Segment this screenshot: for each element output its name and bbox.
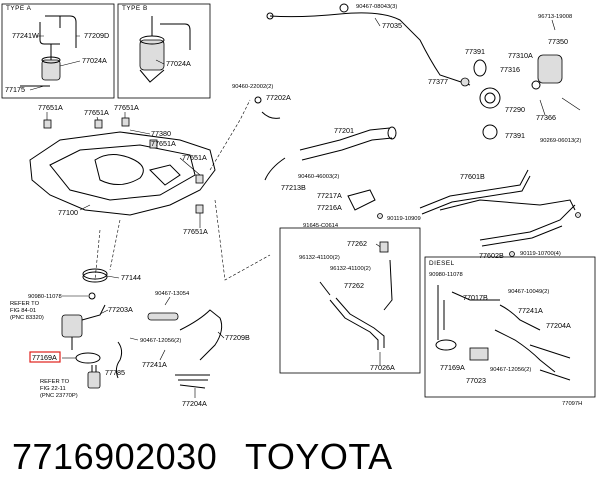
label-90467-12056: 90467-12056(2) — [140, 338, 181, 344]
label-77310a: 77310A — [508, 51, 533, 60]
highlight-77169a — [29, 351, 61, 363]
label-90119-10700: 90119-10700(4) — [520, 251, 561, 257]
label-77391b: 77391 — [505, 131, 525, 140]
refer-2-line1: REFER TO — [40, 379, 70, 385]
refer-2-line2: FIG 22-11 — [40, 386, 66, 392]
label-90467-13054: 90467-13054 — [155, 291, 190, 297]
label-diesel-90980: 90980-11078 — [429, 272, 463, 278]
label-diesel-77204a: 77204A — [546, 321, 571, 330]
label-77651a-4: 77651A — [151, 139, 176, 148]
brand-name: TOYOTA — [245, 436, 393, 477]
label-77366: 77366 — [536, 113, 556, 122]
label-77651a-1: 77651A — [38, 103, 63, 112]
filler-cable: 90467-08043(3) 77035 96713-19008 77350 7… — [266, 3, 581, 144]
label-77651a-6: 77651A — [183, 227, 208, 236]
pump-assembly: 77144 90980-11078 77203A 77169A 77785 RE… — [10, 268, 141, 399]
evap-box: 77262 96132-41100(2) 96132-41100(2) 7726… — [279, 227, 421, 374]
label-77217a: 77217A — [317, 191, 342, 200]
inset-type-a: TYPE A 77241W 77209D 77024A 77175 — [1, 3, 115, 99]
inset-title: TYPE A — [6, 5, 32, 12]
label-90460-22002: 90460-22002(2) — [232, 84, 273, 90]
refer-2-line3: (PNC 23770P) — [40, 393, 78, 399]
label-77290: 77290 — [505, 105, 525, 114]
label-96132-a: 96132-41100(2) — [299, 255, 340, 261]
label-77175: 77175 — [5, 85, 25, 94]
label-77602b: 77602B — [479, 251, 504, 260]
label-77216a: 77216A — [317, 203, 342, 212]
label-77651a-2: 77651A — [84, 108, 109, 117]
inset-type-b: TYPE B 77024A — [117, 3, 211, 99]
label-77380: 77380 — [151, 129, 171, 138]
label-77100: 77100 — [58, 208, 78, 217]
refer-1-line1: REFER TO — [10, 301, 40, 307]
label-diesel-90467-12056: 90467-12056(2) — [490, 367, 531, 373]
part-number: 7716902030 — [12, 436, 218, 477]
label-77213b: 77213B — [281, 183, 306, 192]
fuel-tank: 77100 — [29, 131, 216, 217]
filler-pipe: 90460-22002(2) 77202A 77201 90460-46003(… — [232, 84, 421, 229]
label-diesel-77017b: 77017B — [463, 293, 488, 302]
label-77035: 77035 — [382, 21, 402, 30]
label-diesel-77169a: 77169A — [440, 363, 465, 372]
tank-brackets: 77651A 77651A 77651A 77380 77651A 77651A… — [38, 103, 208, 236]
label-90980-11078: 90980-11078 — [28, 294, 62, 300]
diagram-code: 77097H — [562, 401, 582, 407]
refer-1-line3: (PNC 83320) — [10, 315, 44, 321]
label-77241a: 77241A — [142, 360, 167, 369]
label-77024a-b: 77024A — [166, 59, 191, 68]
label-77651a-5: 77651A — [182, 153, 207, 162]
label-90460-46003: 90460-46003(2) — [298, 174, 339, 180]
label-96713: 96713-19008 — [538, 14, 572, 20]
label-77377: 77377 — [428, 77, 448, 86]
label-77204a: 77204A — [182, 399, 207, 408]
label-77203a: 77203A — [108, 305, 133, 314]
label-96132-b: 96132-41100(2) — [330, 266, 371, 272]
label-77316: 77316 — [500, 65, 520, 74]
hoses-lower: 90467-13054 77209B 90467-12056(2) 77241A… — [129, 291, 250, 408]
label-90119-10909: 90119-10909 — [387, 216, 421, 222]
label-77202a: 77202A — [266, 93, 291, 102]
label-77241w: 77241W — [12, 31, 39, 40]
label-diesel-90467-10049: 90467-10049(2) — [508, 289, 549, 295]
inset-title: TYPE B — [122, 5, 148, 12]
label-90269: 90269-06013(2) — [540, 138, 581, 144]
label-90467-08043: 90467-08043(3) — [356, 4, 397, 10]
tank-straps: 77601B 77602B 90119-10700(4) — [419, 169, 581, 260]
label-77026a: 77026A — [370, 363, 395, 372]
label-77391a: 77391 — [465, 47, 485, 56]
label-diesel-77023: 77023 — [466, 376, 486, 385]
label-77201: 77201 — [334, 126, 354, 135]
label-77350: 77350 — [548, 37, 568, 46]
label-77209b: 77209B — [225, 333, 250, 342]
label-77262-a: 77262 — [347, 239, 367, 248]
label-diesel-77241a: 77241A — [518, 306, 543, 315]
parts-diagram: TYPE A 77241W 77209D 77024A 77175 TYPE B… — [1, 3, 596, 408]
label-77144: 77144 — [121, 273, 141, 282]
label-77785: 77785 — [105, 368, 125, 377]
label-77169a: 77169A — [32, 353, 57, 362]
inset-diesel: DIESEL 90980-11078 77017B 90467-10049(2)… — [424, 256, 596, 398]
label-77024a: 77024A — [82, 56, 107, 65]
label-77209d: 77209D — [84, 31, 109, 40]
label-91645: 91645-C0614 — [303, 223, 339, 229]
label-77651a-3: 77651A — [114, 103, 139, 112]
inset-title: DIESEL — [429, 260, 455, 267]
refer-1-line2: FIG 84-01 — [10, 308, 36, 314]
label-77601b: 77601B — [460, 172, 485, 181]
label-77262-b: 77262 — [344, 281, 364, 290]
